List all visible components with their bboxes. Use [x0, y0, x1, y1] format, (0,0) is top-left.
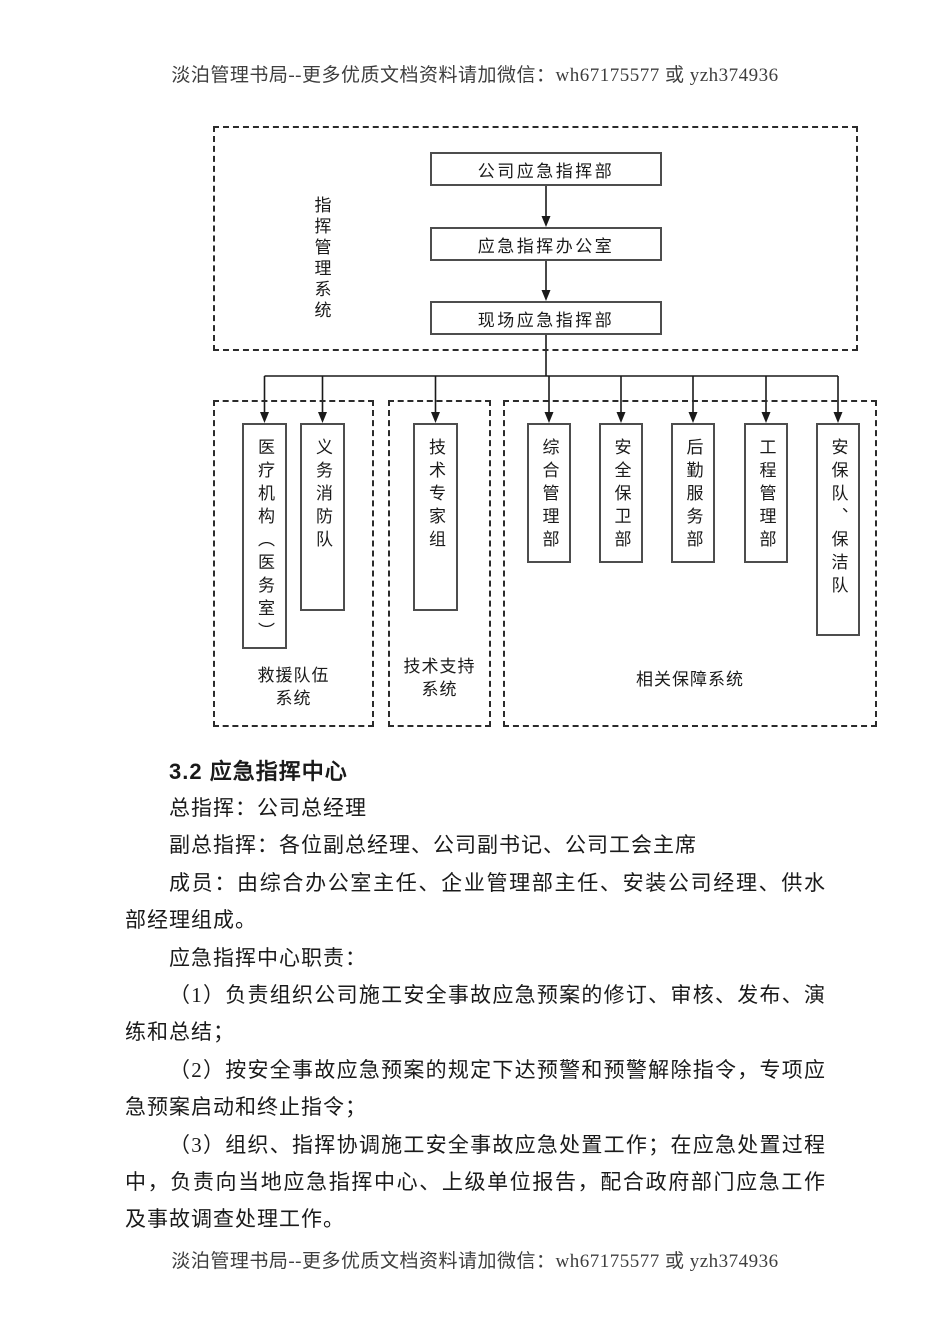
body-line: 中，负责向当地应急指挥中心、上级单位报告，配合政府部门应急工作 [125, 1169, 825, 1194]
body-line: 急预案启动和终止指令； [125, 1095, 367, 1120]
tech-support-system-label: 技术支持 系统 [403, 657, 476, 699]
footer-watermark: 淡泊管理书局--更多优质文档资料请加微信：wh67175577 或 yzh374… [171, 1251, 779, 1272]
body-line: （2）按安全事故应急预案的规定下达预警和预警解除指令，专项应 [169, 1057, 825, 1082]
body-line: 练和总结； [125, 1020, 235, 1045]
command-system-side-label: 指挥管理系统 [311, 196, 331, 322]
section-heading: 3.2 应急指挥中心 [169, 759, 348, 784]
node-company-emergency-hq: 公司应急指挥部 [430, 152, 662, 186]
group-related-support-system [503, 400, 877, 727]
node-engineering-management-dept: 工程管理部 [744, 423, 788, 563]
node-emergency-command-office: 应急指挥办公室 [430, 227, 662, 261]
node-security-cleaning-team: 安保队、保洁队 [816, 423, 860, 636]
body-line: （1）负责组织公司施工安全事故应急预案的修订、审核、发布、演 [169, 982, 825, 1007]
node-logistics-service-dept: 后勤服务部 [671, 423, 715, 563]
body-line: 应急指挥中心职责： [169, 945, 367, 970]
body-line: 总指挥：公司总经理 [169, 796, 367, 820]
section-body: 总指挥：公司总经理 副总指挥：各位副总经理、公司副书记、公司工会主席 成员：由综… [125, 790, 825, 1239]
node-volunteer-fire-brigade: 义务消防队 [300, 423, 345, 611]
body-line: （3）组织、指挥协调施工安全事故应急处置工作；在应急处置过程 [169, 1132, 825, 1157]
body-line: 部经理组成。 [125, 908, 257, 933]
org-chart: 指挥管理系统 公司应急指挥部 应急指挥办公室 现场应急指挥部 医疗机构（医务室）… [213, 126, 877, 727]
node-technical-expert-team: 技术专家组 [413, 423, 458, 611]
connector-lines [260, 186, 843, 423]
header-watermark: 淡泊管理书局--更多优质文档资料请加微信：wh67175577 或 yzh374… [171, 65, 779, 86]
node-security-guard-dept: 安全保卫部 [599, 423, 643, 563]
group-rescue-teams-system [213, 400, 374, 727]
related-support-system-label: 相关保障系统 [636, 670, 744, 689]
node-medical-organization: 医疗机构（医务室） [242, 423, 287, 649]
group-command-management-system [213, 126, 858, 351]
rescue-teams-system-label: 救援队伍 系统 [257, 666, 330, 708]
body-line: 副总指挥：各位副总经理、公司副书记、公司工会主席 [169, 833, 697, 858]
node-general-management-dept: 综合管理部 [527, 423, 571, 563]
node-site-emergency-hq: 现场应急指挥部 [430, 301, 662, 335]
group-tech-support-system [388, 400, 491, 727]
body-line: 成员：由综合办公室主任、企业管理部主任、安装公司经理、供水 [169, 870, 825, 895]
body-line: 及事故调查处理工作。 [125, 1207, 345, 1232]
